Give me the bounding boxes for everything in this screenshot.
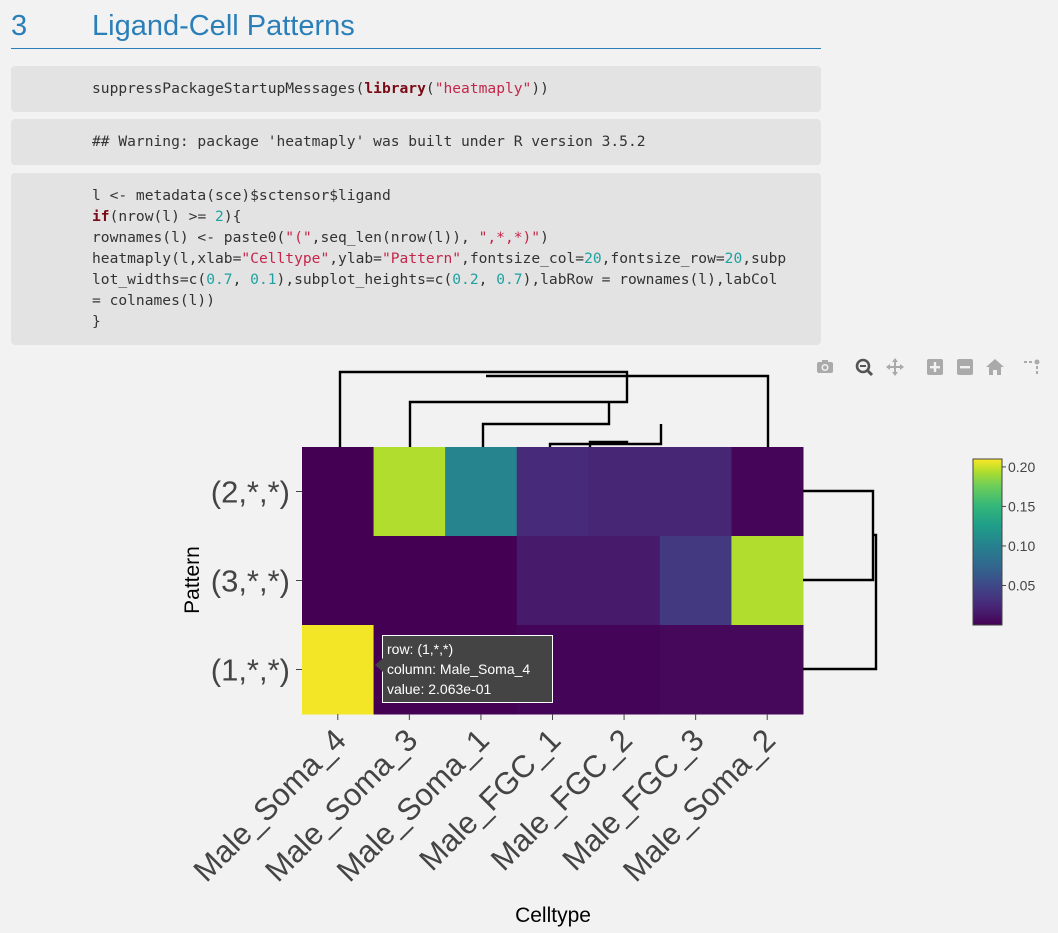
- heatmap-cell[interactable]: [302, 625, 375, 715]
- home-icon[interactable]: [984, 356, 1006, 378]
- x-axis-ticks: [337, 714, 768, 720]
- zoom-icon[interactable]: [853, 356, 875, 378]
- section-number: 3: [11, 10, 28, 42]
- tooltip-arrow: [375, 658, 383, 672]
- heatmap-cell[interactable]: [659, 536, 732, 626]
- heatmap-cell[interactable]: [445, 536, 518, 626]
- y-axis-title: Pattern: [181, 546, 204, 614]
- tooltip-column: column: Male_Soma_4: [387, 661, 531, 677]
- heatmap-cell[interactable]: [373, 536, 446, 626]
- heatmap-cell[interactable]: [302, 447, 375, 537]
- y-tick-label: (2,*,*): [211, 475, 290, 510]
- section-title: Ligand-Cell Patterns: [92, 10, 355, 42]
- camera-icon[interactable]: [814, 356, 836, 378]
- heatmap-cell[interactable]: [659, 447, 732, 537]
- section-header: 3 Ligand-Cell Patterns: [11, 6, 821, 49]
- heatmap-cell[interactable]: [516, 447, 589, 537]
- colorbar-ticks: 0.20 0.15 0.10 0.05: [1002, 459, 1035, 593]
- zoom-in-icon[interactable]: [924, 356, 946, 378]
- code-block-library: suppressPackageStartupMessages(library("…: [11, 66, 821, 112]
- code-block-heatmaply: l <- metadata(sce)$sctensor$ligand if(nr…: [11, 173, 821, 345]
- column-dendrogram: [338, 370, 770, 447]
- heatmap-cell[interactable]: [302, 536, 375, 626]
- colorbar-tick-label: 0.15: [1008, 498, 1035, 514]
- heatmap-cell[interactable]: [588, 625, 661, 715]
- tooltip-value: value: 2.063e-01: [387, 681, 492, 697]
- heatmap-cell[interactable]: [731, 536, 804, 626]
- code-block-warning: ## Warning: package 'heatmaply' was buil…: [11, 119, 821, 165]
- colorbar-ramp: [972, 458, 1003, 626]
- zoom-out-icon[interactable]: [954, 356, 976, 378]
- y-tick-label: (1,*,*): [211, 653, 290, 688]
- hover-tooltip: row: (1,*,*) column: Male_Soma_4 value: …: [375, 635, 553, 703]
- heatmap-cell[interactable]: [516, 536, 589, 626]
- heatmap-cell[interactable]: [373, 447, 446, 537]
- row-dendrogram: [803, 489, 878, 671]
- colorbar: 0.20 0.15 0.10 0.05: [972, 458, 1035, 626]
- tooltip-row: row: (1,*,*): [387, 641, 454, 657]
- heatmap-cell[interactable]: [731, 447, 804, 537]
- heatmap-cell[interactable]: [445, 447, 518, 537]
- colorbar-tick-label: 0.05: [1008, 577, 1035, 593]
- plot-toolbar: [812, 356, 1048, 378]
- heatmap-cell[interactable]: [659, 625, 732, 715]
- heatmap-cell[interactable]: [731, 625, 804, 715]
- x-axis-tick-labels: Male_Soma_4Male_Soma_3Male_Soma_1Male_FG…: [187, 722, 783, 888]
- colorbar-tick-label: 0.10: [1008, 538, 1035, 554]
- y-tick-label: (3,*,*): [211, 564, 290, 599]
- heatmap-cell[interactable]: [588, 536, 661, 626]
- y-axis-tick-labels: (2,*,*) (3,*,*) (1,*,*): [211, 475, 290, 688]
- y-axis-ticks: [296, 491, 302, 670]
- pan-icon[interactable]: [884, 356, 906, 378]
- spikelines-icon[interactable]: [1020, 356, 1042, 378]
- x-axis-title: Celltype: [515, 904, 591, 927]
- colorbar-tick-label: 0.20: [1008, 459, 1035, 475]
- heatmap-cell[interactable]: [588, 447, 661, 537]
